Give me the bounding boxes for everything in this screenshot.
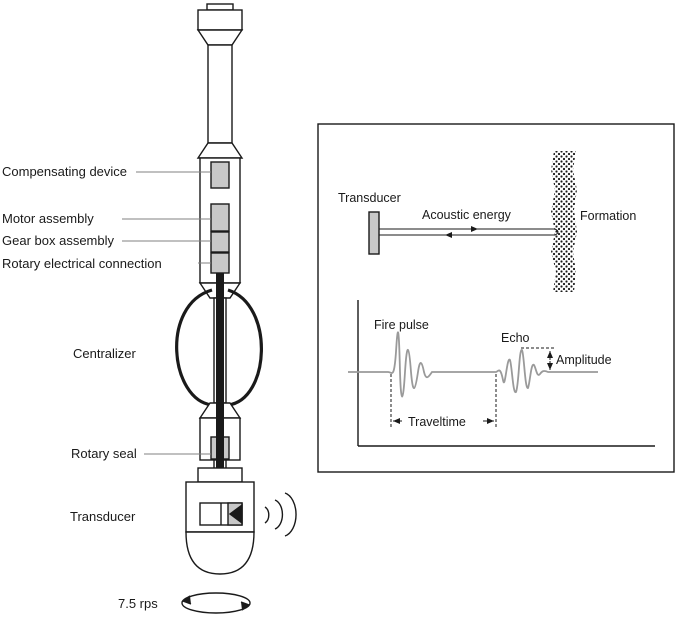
tool-top-taper bbox=[196, 29, 244, 46]
inset-frame bbox=[317, 123, 675, 473]
inset-label-fire-pulse: Fire pulse bbox=[374, 318, 429, 332]
centralizer-bow-left bbox=[175, 288, 213, 407]
rotation-arrow-icon bbox=[181, 592, 251, 614]
inset-transducer-icon bbox=[368, 211, 380, 255]
inset-label-formation: Formation bbox=[580, 209, 636, 223]
tool-top-head bbox=[197, 9, 243, 31]
inset-label-echo: Echo bbox=[501, 331, 530, 345]
transducer-emitter bbox=[228, 503, 243, 525]
label-rotation-rate: 7.5 rps bbox=[118, 596, 158, 611]
tool-upper-stem bbox=[207, 44, 233, 144]
waveform-axes bbox=[357, 300, 655, 447]
label-gear-box-assembly: Gear box assembly bbox=[2, 233, 114, 248]
label-compensating-device: Compensating device bbox=[2, 164, 127, 179]
inset-label-acoustic-energy: Acoustic energy bbox=[422, 208, 512, 222]
label-motor-assembly: Motor assembly bbox=[2, 211, 94, 226]
inset-label-traveltime: Traveltime bbox=[408, 415, 466, 429]
compensating-device-block bbox=[210, 161, 230, 189]
inset-label-amplitude: Amplitude bbox=[556, 353, 612, 367]
label-centralizer: Centralizer bbox=[73, 346, 137, 361]
transducer-collar bbox=[197, 467, 243, 483]
drive-shaft bbox=[216, 273, 224, 485]
formation-icon bbox=[551, 151, 577, 292]
sound-wave-icon bbox=[264, 492, 297, 537]
label-rotary-electrical-connection: Rotary electrical connection bbox=[2, 256, 162, 271]
gear-box-block bbox=[210, 231, 230, 253]
inset-label-transducer: Transducer bbox=[338, 191, 401, 205]
rotary-connection-block bbox=[210, 252, 230, 274]
motor-assembly-block bbox=[210, 203, 230, 232]
logging-tool bbox=[175, 3, 263, 575]
leader-lines bbox=[122, 171, 211, 455]
label-rotary-seal: Rotary seal bbox=[71, 446, 137, 461]
transducer-dome bbox=[185, 531, 255, 575]
acoustic-path bbox=[379, 228, 559, 236]
tool-top-cap bbox=[206, 3, 234, 11]
centralizer-bow-right bbox=[227, 288, 263, 407]
label-transducer: Transducer bbox=[70, 509, 136, 524]
waveform-trace bbox=[348, 331, 598, 398]
tool-upper-shoulder bbox=[196, 142, 244, 159]
inset-panel: Transducer Acoustic energy Formation Fir… bbox=[317, 123, 675, 473]
